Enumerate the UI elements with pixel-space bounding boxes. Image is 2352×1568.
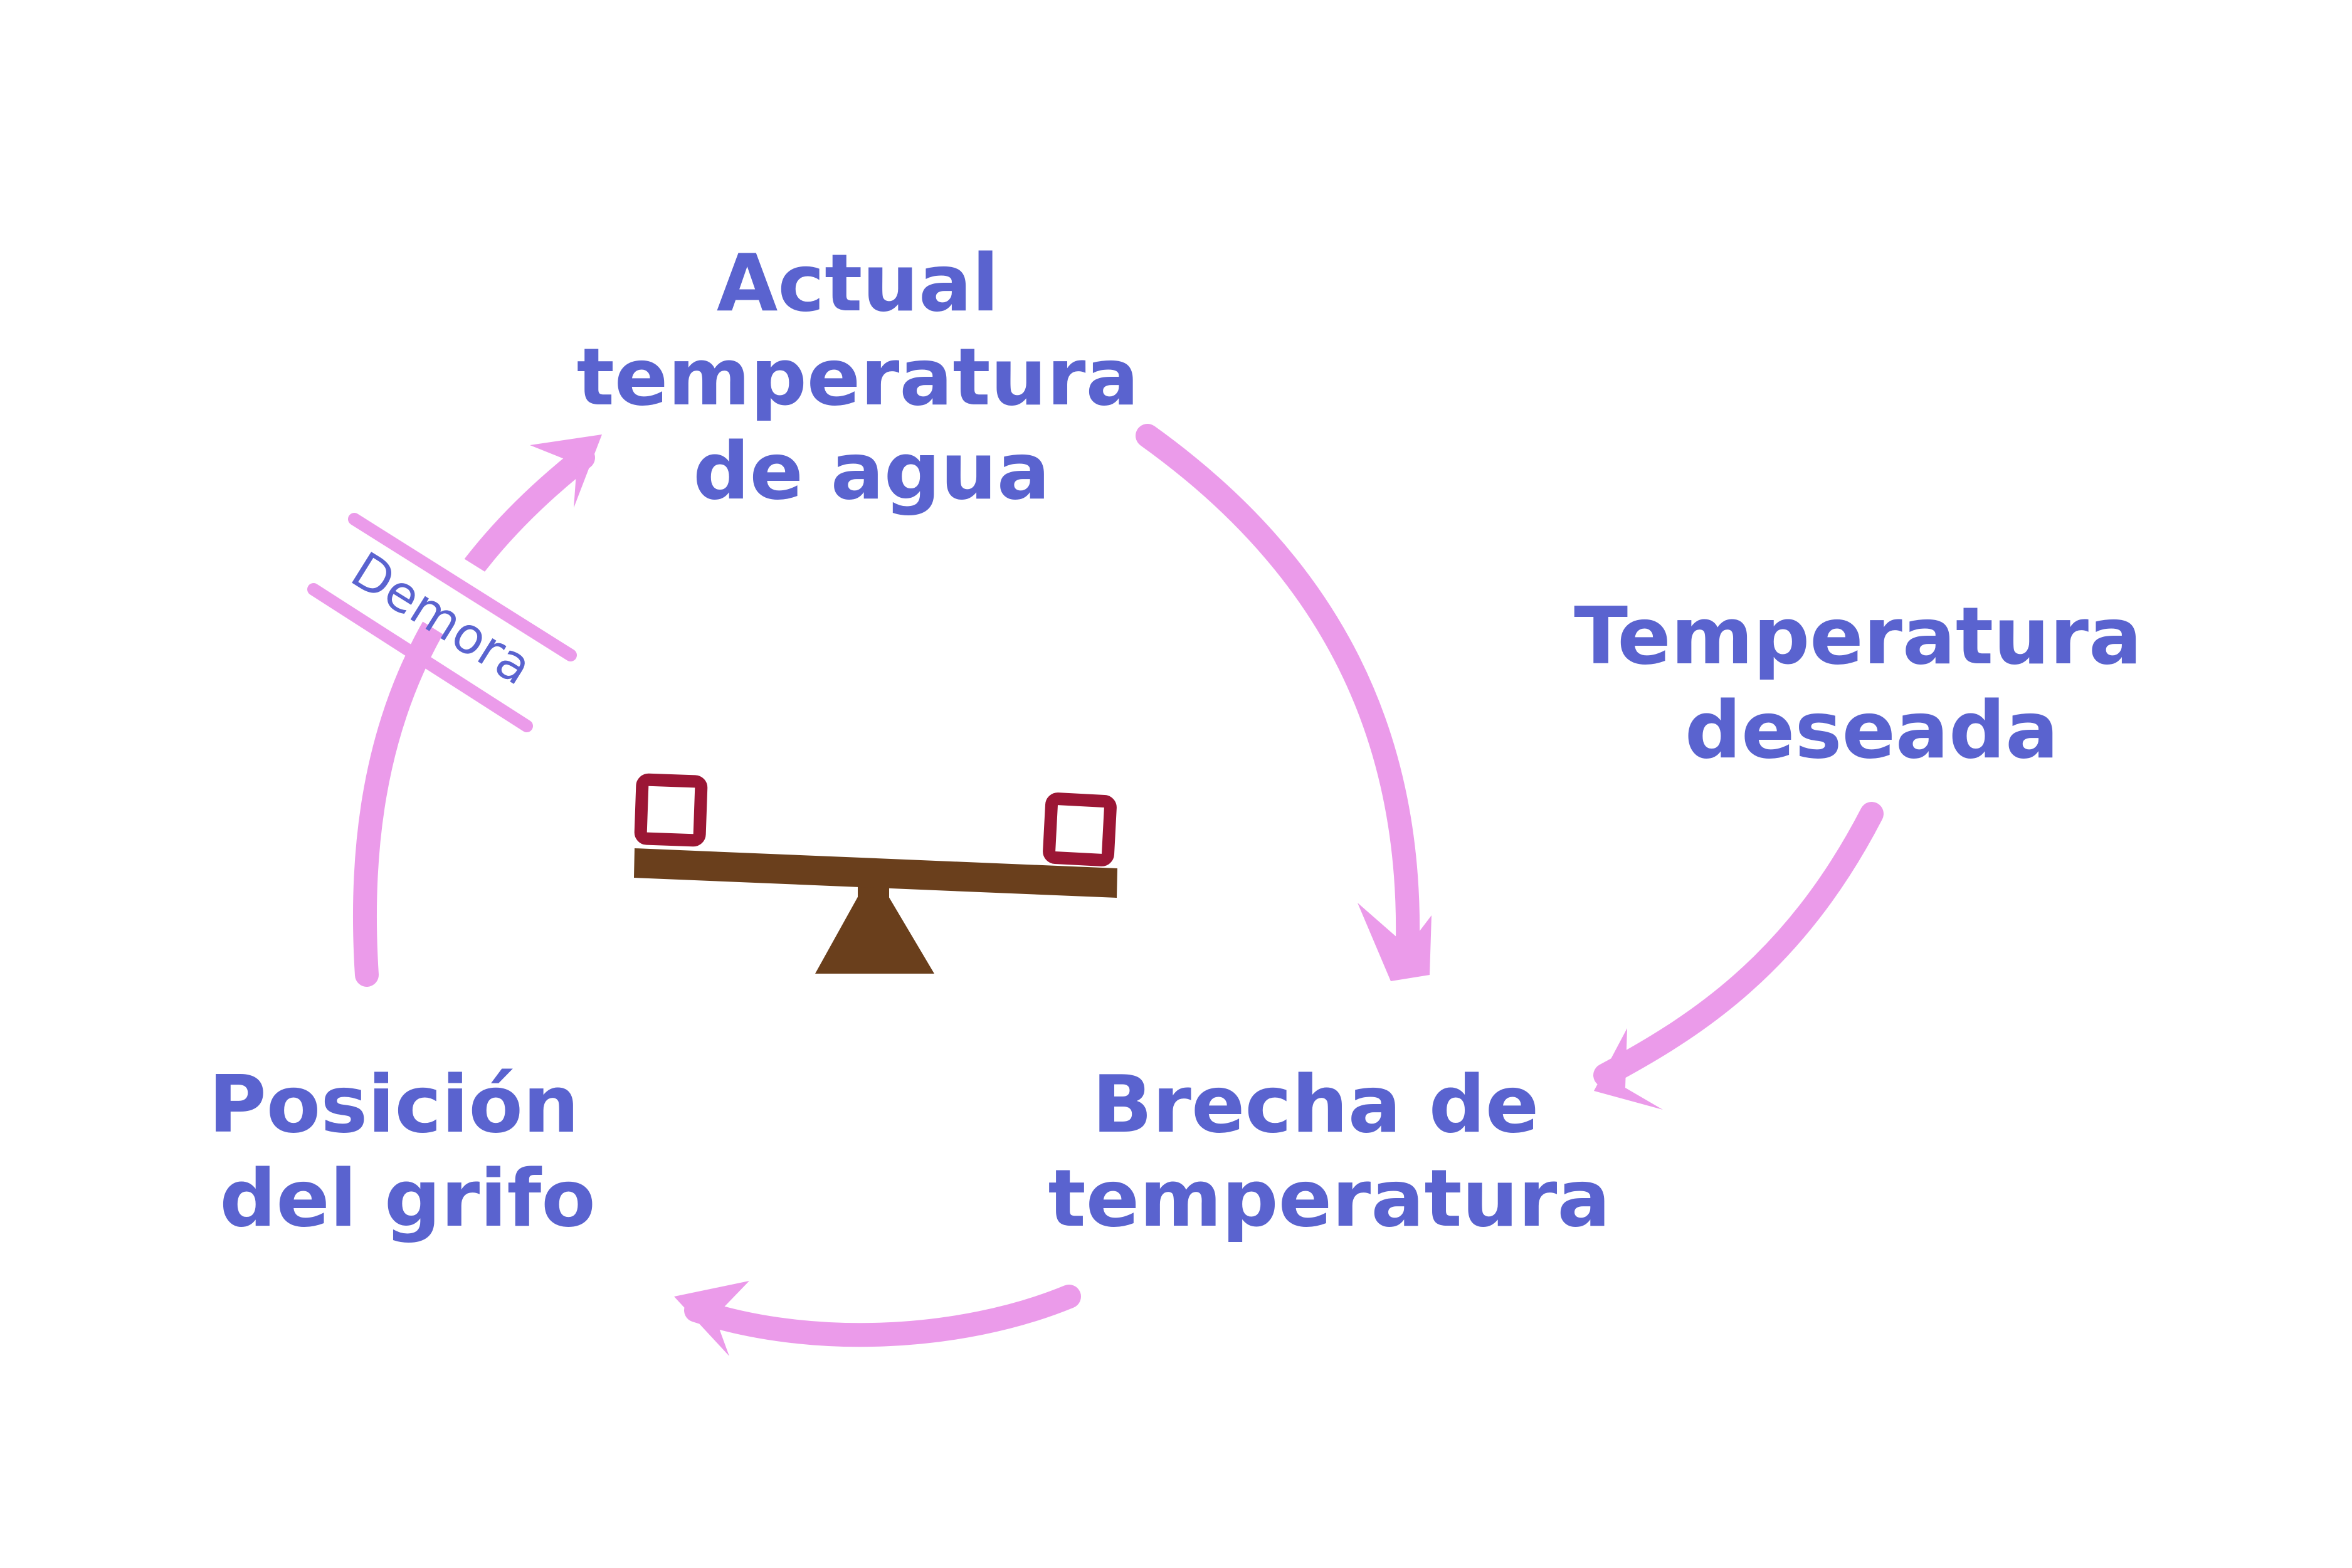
node-line: Brecha de: [1092, 1058, 1539, 1150]
delay-marker: Demora: [307, 491, 577, 732]
node-actual-water-temperature: Actual temperatura de agua: [577, 237, 1167, 517]
arrow-faucet-to-actual: [353, 434, 602, 987]
node-desired-temperature: Temperatura deseada: [1574, 590, 2170, 776]
arrowhead: [1594, 1028, 1663, 1110]
delay-bar: [307, 583, 533, 732]
arrow-actual-to-gap: [1136, 424, 1432, 981]
arrowhead: [530, 434, 602, 508]
node-line: temperatura: [1048, 1152, 1611, 1244]
arrow-gap-to-faucet: [674, 1281, 1081, 1356]
node-faucet-position: Posición del grifo: [208, 1058, 606, 1244]
node-line: del grifo: [219, 1152, 596, 1244]
node-line: temperatura: [577, 331, 1139, 423]
square-weight-icon: [634, 773, 708, 847]
seesaw-balance-icon: [634, 773, 1117, 974]
node-line: deseada: [1685, 684, 2059, 776]
delay-bar: [348, 513, 577, 661]
node-line: Actual: [717, 237, 999, 329]
node-temperature-gap: Brecha de temperatura: [1048, 1058, 1611, 1244]
arrowhead: [1358, 903, 1432, 981]
seesaw-fulcrum: [815, 889, 934, 974]
square-weight-icon: [1043, 792, 1117, 866]
node-line: de agua: [693, 425, 1050, 517]
arrowhead: [674, 1281, 749, 1356]
seesaw-plank: [634, 848, 1117, 898]
node-line: Temperatura: [1574, 590, 2142, 682]
arrow-desired-to-gap: [1593, 802, 1884, 1110]
node-line: Posición: [208, 1058, 579, 1150]
